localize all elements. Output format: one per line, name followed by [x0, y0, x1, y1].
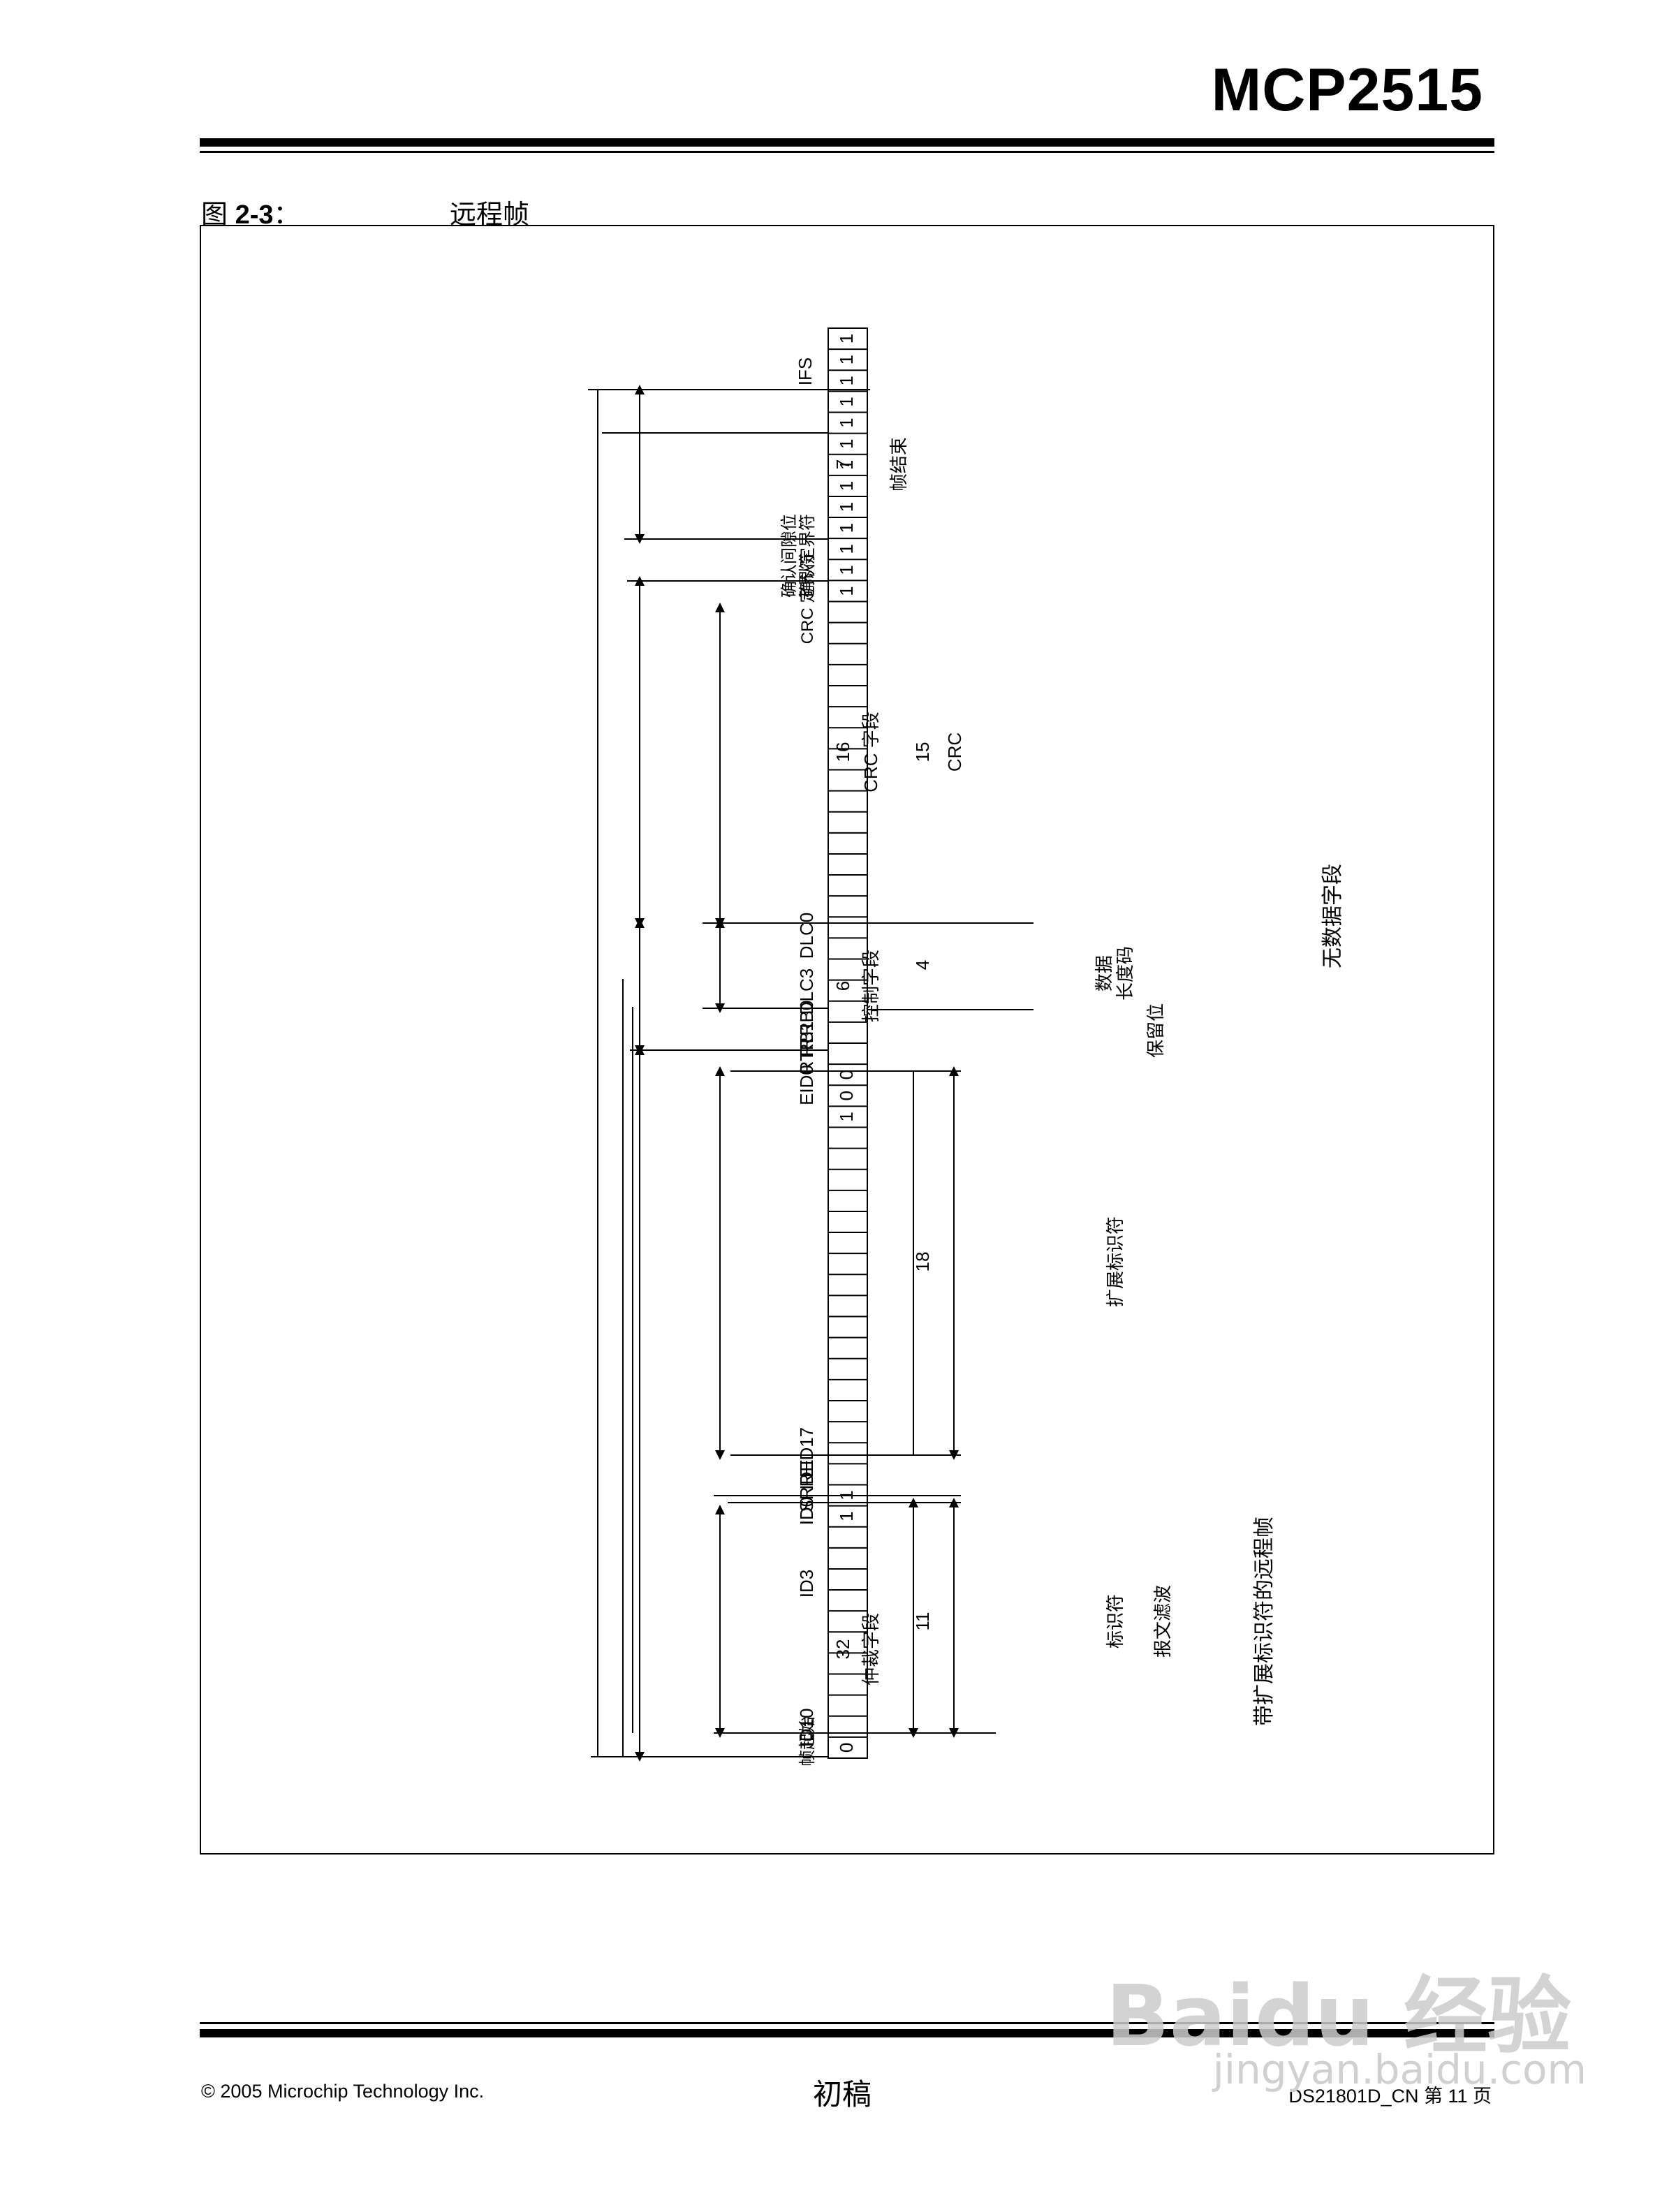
field-ack-delimiter: 确认定界符: [798, 514, 817, 598]
field-eid0: EID0: [796, 1065, 817, 1105]
label-arbitration-field: 仲裁字段: [860, 1613, 881, 1686]
baidu-watermark-logo: Baidu 经验: [1105, 1968, 1571, 2065]
field-ack-slot: 确认间隙位: [780, 514, 799, 598]
label-identifier: 标识符: [1105, 1594, 1126, 1649]
field-id0: ID0: [796, 1497, 817, 1525]
bit-recessive: 1: [836, 565, 857, 575]
field-ifs: IFS: [795, 357, 816, 385]
field-crc-delimiter: CRC 定界符: [798, 553, 817, 644]
len-end-of-frame: 7: [832, 459, 853, 469]
bit-recessive: 1: [836, 355, 857, 364]
label-frame-caption: 带扩展标识符的远程帧: [1253, 1517, 1276, 1726]
label-message-filter: 报文滤波: [1152, 1585, 1173, 1658]
len-extended: 18: [912, 1252, 933, 1272]
footer-rule: [200, 2022, 1494, 2024]
len-arbitration: 32: [832, 1639, 853, 1660]
bit-recessive: 1: [836, 481, 857, 491]
len-crc-field: 16: [832, 742, 853, 762]
bit-recessive: 1: [836, 438, 857, 448]
bit-recessive: 1: [836, 502, 857, 512]
figure-label: 图 2-3：: [201, 200, 300, 230]
label-control-field: 控制字段: [860, 950, 881, 1022]
field-id3: ID3: [796, 1570, 817, 1598]
label-extended-identifier: 扩展标识符: [1105, 1216, 1126, 1307]
field-dlc3: DLC3: [796, 968, 817, 1015]
footer-draft-label: 初稿: [813, 2077, 872, 2111]
bit-control: 1: [836, 1112, 857, 1121]
document-title: MCP2515: [1211, 57, 1483, 124]
bit-recessive: 1: [836, 334, 857, 344]
field-rtr: RTR: [796, 1038, 817, 1075]
len-crc: 15: [912, 742, 933, 762]
figure-frame: [200, 225, 1494, 1855]
bit-recessive: 1: [836, 376, 857, 385]
label-crc: CRC: [944, 732, 965, 772]
bit-recessive: 1: [836, 418, 857, 427]
len-identifier: 11: [912, 1612, 933, 1631]
bit-srr-ide: 1: [836, 1511, 857, 1521]
baidu-watermark-url: jingyan.baidu.com: [1212, 2046, 1587, 2093]
bit-control: 0: [836, 1091, 857, 1100]
label-crc-field: CRC 字段: [860, 711, 881, 792]
bit-recessive: 1: [836, 460, 857, 470]
figure-title: 远程帧: [450, 199, 530, 230]
label-reserved-bits: 保留位: [1145, 1003, 1166, 1058]
footer-rule-thick: [200, 2029, 1494, 2037]
field-id10: ID10: [796, 1709, 817, 1747]
field-srr: SRR: [796, 1474, 817, 1512]
bit-recessive: 1: [836, 397, 857, 406]
bit-recessive: 1: [836, 544, 857, 554]
field-rb1: RB1: [796, 1022, 817, 1057]
label-data-length-1: 数据: [1094, 955, 1115, 991]
footer-copyright: © 2005 Microchip Technology Inc.: [201, 2081, 485, 2102]
footer-doc-number: DS21801D_CN 第 11 页: [1288, 2086, 1492, 2107]
bit-crc-delimiter: 1: [836, 586, 857, 596]
field-eid17: EID17: [796, 1427, 817, 1477]
label-data-length-2: 长度码: [1115, 946, 1135, 1001]
field-rb0: RB0: [796, 1001, 817, 1036]
bit-sof: 0: [836, 1743, 857, 1753]
label-end-of-frame: 帧结束: [888, 437, 909, 492]
field-dlc0: DLC0: [796, 913, 817, 959]
bit-recessive: 1: [836, 523, 857, 533]
field-sof: 帧起始: [798, 1716, 817, 1767]
header-rule-thin: [200, 151, 1494, 153]
bit-control: 0: [836, 1070, 857, 1079]
label-no-data-field: 无数据字段: [1321, 864, 1344, 968]
len-dlc: 4: [912, 960, 933, 970]
len-control-field: 6: [832, 981, 853, 991]
header-rule: [200, 138, 1494, 147]
field-ide: IDE: [796, 1459, 817, 1489]
